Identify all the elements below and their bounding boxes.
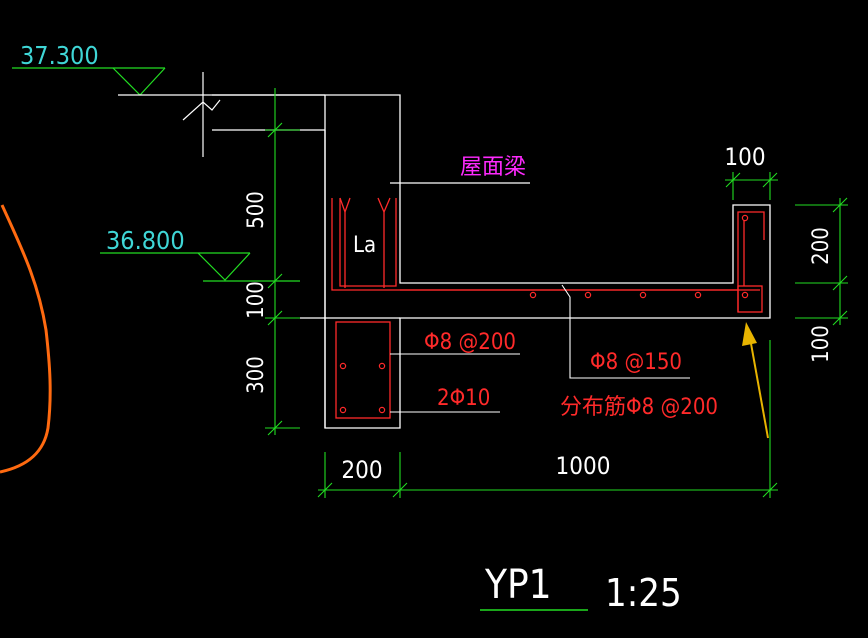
bar-dot <box>741 291 749 299</box>
contour-curve <box>0 204 52 474</box>
dim-upturn-width: 100 <box>724 143 765 171</box>
leader-lines <box>390 284 690 413</box>
callout-arrow <box>742 322 769 439</box>
roof-beam-label: 屋面梁 <box>460 155 526 180</box>
title-scale: 1:25 <box>605 571 682 615</box>
dim-beam-lower: 300 <box>244 356 269 394</box>
rebar <box>331 197 765 419</box>
bar-dot <box>529 291 537 299</box>
bar-dot <box>584 291 592 299</box>
dim-slab-thickness: 100 <box>809 325 834 363</box>
bar-dot <box>378 362 386 370</box>
concrete-outline <box>300 94 771 429</box>
dim-beam-upper: 500 <box>244 191 269 229</box>
bar-dot <box>339 362 347 370</box>
anchorage-label: La <box>353 233 376 258</box>
dim-beam-mid: 100 <box>244 281 269 319</box>
level-marker-top: 37.300 <box>12 41 325 96</box>
bar-dot <box>741 214 749 222</box>
rebar-dots <box>339 214 749 414</box>
level-lower-text: 36.800 <box>106 226 185 255</box>
level-marker-lower: 36.800 <box>100 226 300 282</box>
title-name: YP1 <box>484 562 552 608</box>
dim-upturn-height: 200 <box>809 227 834 265</box>
dim-cantilever-length: 1000 <box>556 452 611 480</box>
bar-dot <box>639 291 647 299</box>
distribution-bars-label: 分布筋Φ8 @200 <box>560 395 718 420</box>
dimension-lines <box>265 88 848 498</box>
slab-bars-label: Φ8 @150 <box>590 350 682 375</box>
bar-dot <box>694 291 702 299</box>
bar-dot <box>339 406 347 414</box>
drawing-title: YP1 1:25 <box>480 562 682 615</box>
dim-beam-width: 200 <box>341 456 382 484</box>
level-top-text: 37.300 <box>20 41 99 70</box>
stirrup-label: Φ8 @200 <box>424 330 516 355</box>
bottom-bars-label: 2Φ10 <box>437 386 490 411</box>
bar-dot <box>378 406 386 414</box>
break-line <box>182 72 325 157</box>
